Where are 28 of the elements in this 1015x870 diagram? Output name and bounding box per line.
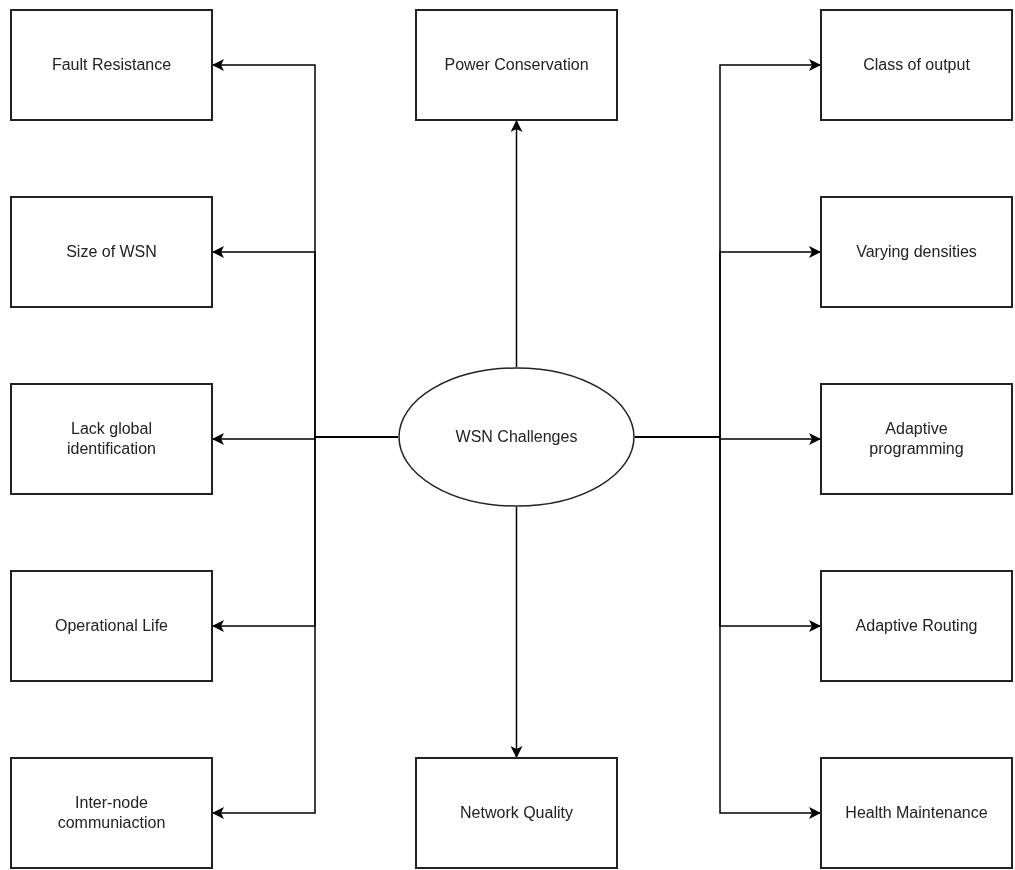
challenge-box	[10, 196, 213, 308]
topic-ellipse	[398, 367, 635, 507]
arrow	[510, 120, 523, 368]
challenge-box	[820, 383, 1013, 495]
challenge-box	[820, 570, 1013, 682]
node-label: Health Maintenance	[845, 803, 988, 823]
challenge-box	[10, 9, 213, 121]
node-label: Inter-node communiaction	[56, 793, 167, 833]
node-label: Network Quality	[460, 803, 573, 823]
node-label: Fault Resistance	[51, 55, 172, 75]
node-label: Size of WSN	[66, 242, 157, 262]
node-label: Operational Life	[55, 616, 168, 636]
challenge-box	[10, 570, 213, 682]
node-label: Adaptive Routing	[855, 616, 978, 636]
node-label: Adaptive programming	[868, 419, 965, 459]
challenge-box	[415, 757, 618, 869]
node-label: WSN Challenges	[455, 427, 578, 447]
node-label: Varying densities	[856, 242, 977, 262]
node-label: Class of output	[863, 55, 970, 75]
node-label: Lack global identification	[66, 419, 157, 459]
arrow	[510, 506, 523, 758]
challenge-box	[10, 383, 213, 495]
challenge-box	[820, 9, 1013, 121]
node-label: Power Conservation	[444, 55, 589, 75]
challenge-box	[415, 9, 618, 121]
challenge-box	[820, 757, 1013, 869]
challenge-box	[10, 757, 213, 869]
challenge-box	[820, 196, 1013, 308]
